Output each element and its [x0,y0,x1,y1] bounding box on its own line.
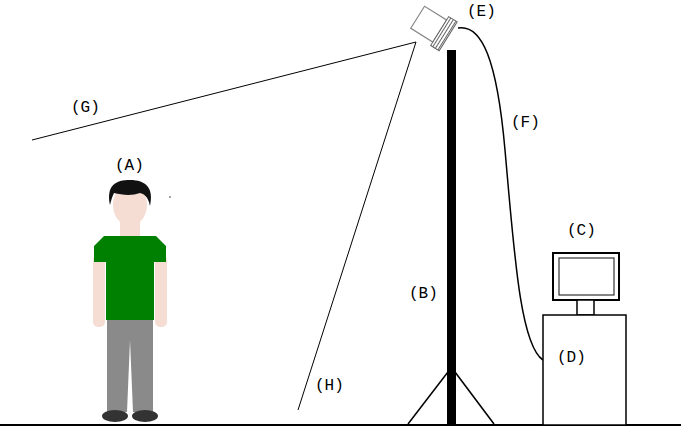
camera [409,3,458,51]
computer-box [543,315,626,425]
callout-letter: (G) [70,99,101,117]
callout-letter: (F) [510,114,541,132]
monitor-screen [559,258,614,295]
monitor-stand [577,300,594,315]
callout-letter: (A) [114,157,145,175]
tripod-leg [452,368,494,424]
view-line-lower [298,42,416,410]
tripod-leg [408,368,451,424]
camera-cable [458,28,543,360]
callout-letter: (E) [466,3,497,21]
monitor [553,253,619,300]
callout-letter: (D) [556,349,587,367]
callout-letter: (B) [408,285,439,303]
stand-pole [447,50,456,426]
person [93,180,171,422]
callout-letter: (H) [314,377,345,395]
callout-letter: (C) [566,222,597,240]
view-line-upper [32,42,416,140]
